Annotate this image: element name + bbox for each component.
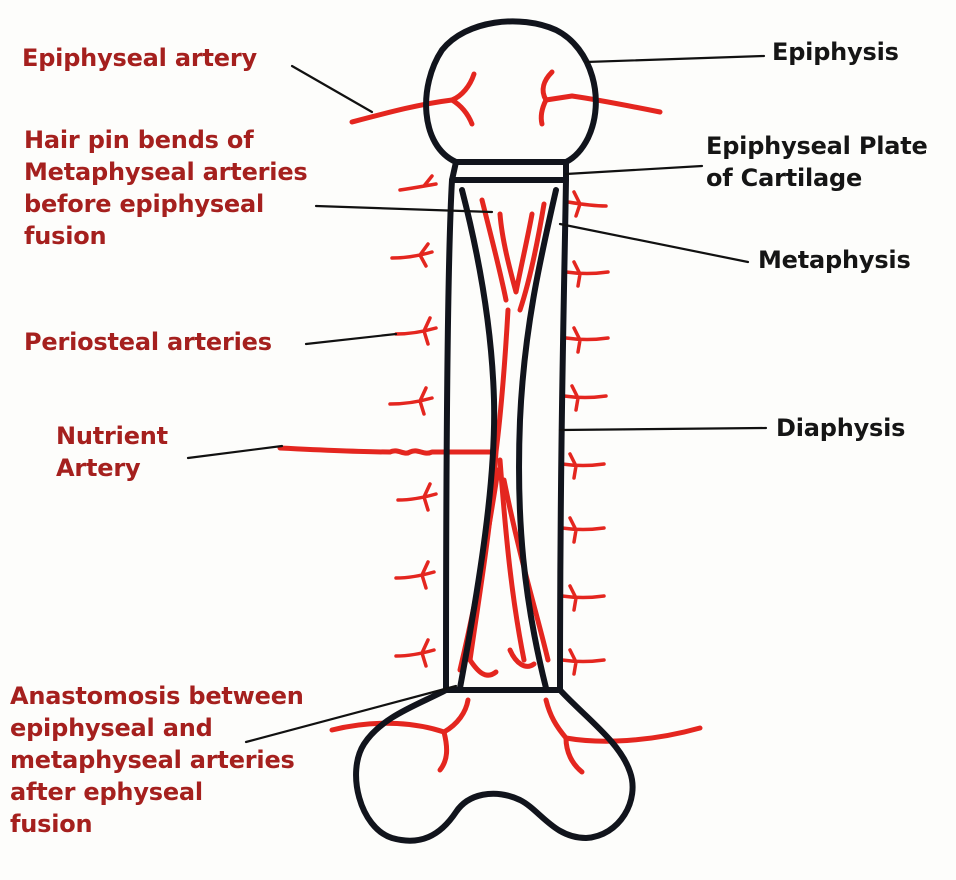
leader-metaphysis (560, 224, 748, 262)
label-hair-pin-line-2: Metaphyseal arteries (24, 156, 308, 188)
label-anastomosis-line-4: after ephyseal (10, 776, 304, 808)
periosteal-arteries-right (562, 192, 608, 674)
label-diaphysis: Diaphysis (776, 412, 905, 444)
label-epiphyseal-artery: Epiphyseal artery (22, 42, 257, 74)
distal-end (356, 690, 633, 841)
label-nutrient-artery: Nutrient Artery (56, 420, 168, 484)
label-nutrient-line-2: Artery (56, 452, 168, 484)
label-hair-pin-line-4: fusion (24, 220, 308, 252)
epiphyseal-arteries (352, 72, 660, 124)
label-anastomosis-line-3: metaphyseal arteries (10, 744, 304, 776)
label-epiphysis: Epiphysis (772, 36, 899, 68)
label-hair-pin-bends: Hair pin bends of Metaphyseal arteries b… (24, 124, 308, 252)
label-nutrient-line-1: Nutrient (56, 420, 168, 452)
leader-epiphyseal-artery (292, 66, 372, 112)
leader-epiphysis (586, 56, 764, 62)
label-epiphyseal-plate: Epiphyseal Plate of Cartilage (706, 130, 928, 194)
label-plate-line-2: of Cartilage (706, 162, 928, 194)
nutrient-artery (280, 310, 548, 670)
label-anastomosis-line-1: Anastomosis between (10, 680, 304, 712)
periosteal-arteries-left (390, 176, 436, 666)
leader-nutrient (188, 446, 282, 458)
anastomosis-arteries (332, 650, 700, 772)
label-hair-pin-line-3: before epiphyseal (24, 188, 308, 220)
epiphyseal-plate (452, 162, 566, 180)
epiphysis-head (426, 21, 596, 162)
label-periosteal-arteries: Periosteal arteries (24, 326, 272, 358)
label-anastomosis: Anastomosis between epiphyseal and metap… (10, 680, 304, 840)
diaphysis-right-edge (560, 180, 566, 690)
leader-diaphysis (560, 428, 766, 430)
label-anastomosis-line-2: epiphyseal and (10, 712, 304, 744)
label-anastomosis-line-5: fusion (10, 808, 304, 840)
leader-plate (566, 166, 702, 174)
diaphysis-left-edge (446, 180, 452, 690)
bone-outline (356, 21, 633, 840)
label-plate-line-1: Epiphyseal Plate (706, 130, 928, 162)
leader-periosteal (306, 334, 396, 344)
label-metaphysis: Metaphysis (758, 244, 911, 276)
label-hair-pin-line-1: Hair pin bends of (24, 124, 308, 156)
